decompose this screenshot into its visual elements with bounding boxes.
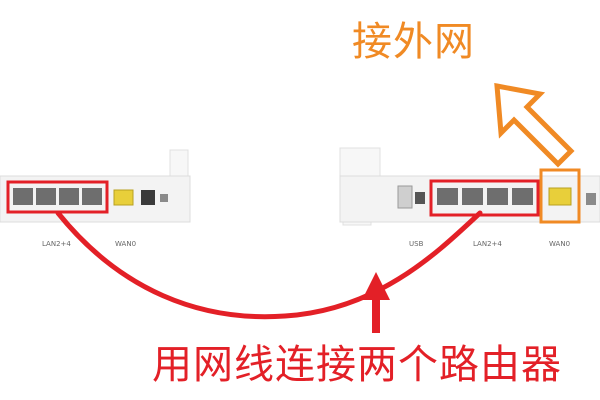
right-reset-button bbox=[586, 193, 596, 205]
left-wan-label: WAN0 bbox=[115, 240, 136, 248]
right-lan-port bbox=[437, 188, 458, 205]
left-lan-port bbox=[82, 188, 102, 205]
right-lan-port bbox=[512, 188, 533, 205]
left-lan-port bbox=[36, 188, 56, 205]
solid-arrow-up-icon bbox=[362, 272, 390, 300]
left-lan-port bbox=[13, 188, 33, 205]
right-wan-label: WAN0 bbox=[549, 240, 570, 248]
right-lan-ports bbox=[437, 188, 533, 205]
right-wan-highlight-box bbox=[539, 168, 581, 224]
external-network-label: 接外网 bbox=[352, 19, 475, 65]
right-lan-port bbox=[462, 188, 483, 205]
left-lan-label: LAN2+4 bbox=[42, 240, 71, 248]
right-usb-port bbox=[397, 185, 413, 209]
left-wan-port bbox=[113, 189, 134, 206]
right-lan-highlight-box bbox=[429, 179, 540, 217]
left-router: LAN2+4 WAN0 bbox=[0, 149, 191, 248]
right-lan-port bbox=[487, 188, 508, 205]
left-lan-port bbox=[59, 188, 79, 205]
right-usb-label: USB bbox=[409, 240, 424, 248]
left-power-jack bbox=[141, 190, 155, 205]
instruction-caption: 用网线连接两个路由器 bbox=[152, 342, 562, 388]
right-wan-port bbox=[548, 187, 572, 206]
network-cable-curve bbox=[55, 210, 483, 320]
left-reset-button bbox=[160, 194, 168, 202]
right-lan-label: LAN2+4 bbox=[473, 240, 502, 248]
right-switch bbox=[415, 192, 425, 204]
outline-arrow-up-right-icon bbox=[494, 82, 575, 168]
left-lan-ports bbox=[13, 188, 102, 205]
right-router: USB LAN2+4 WAN0 bbox=[339, 147, 600, 248]
